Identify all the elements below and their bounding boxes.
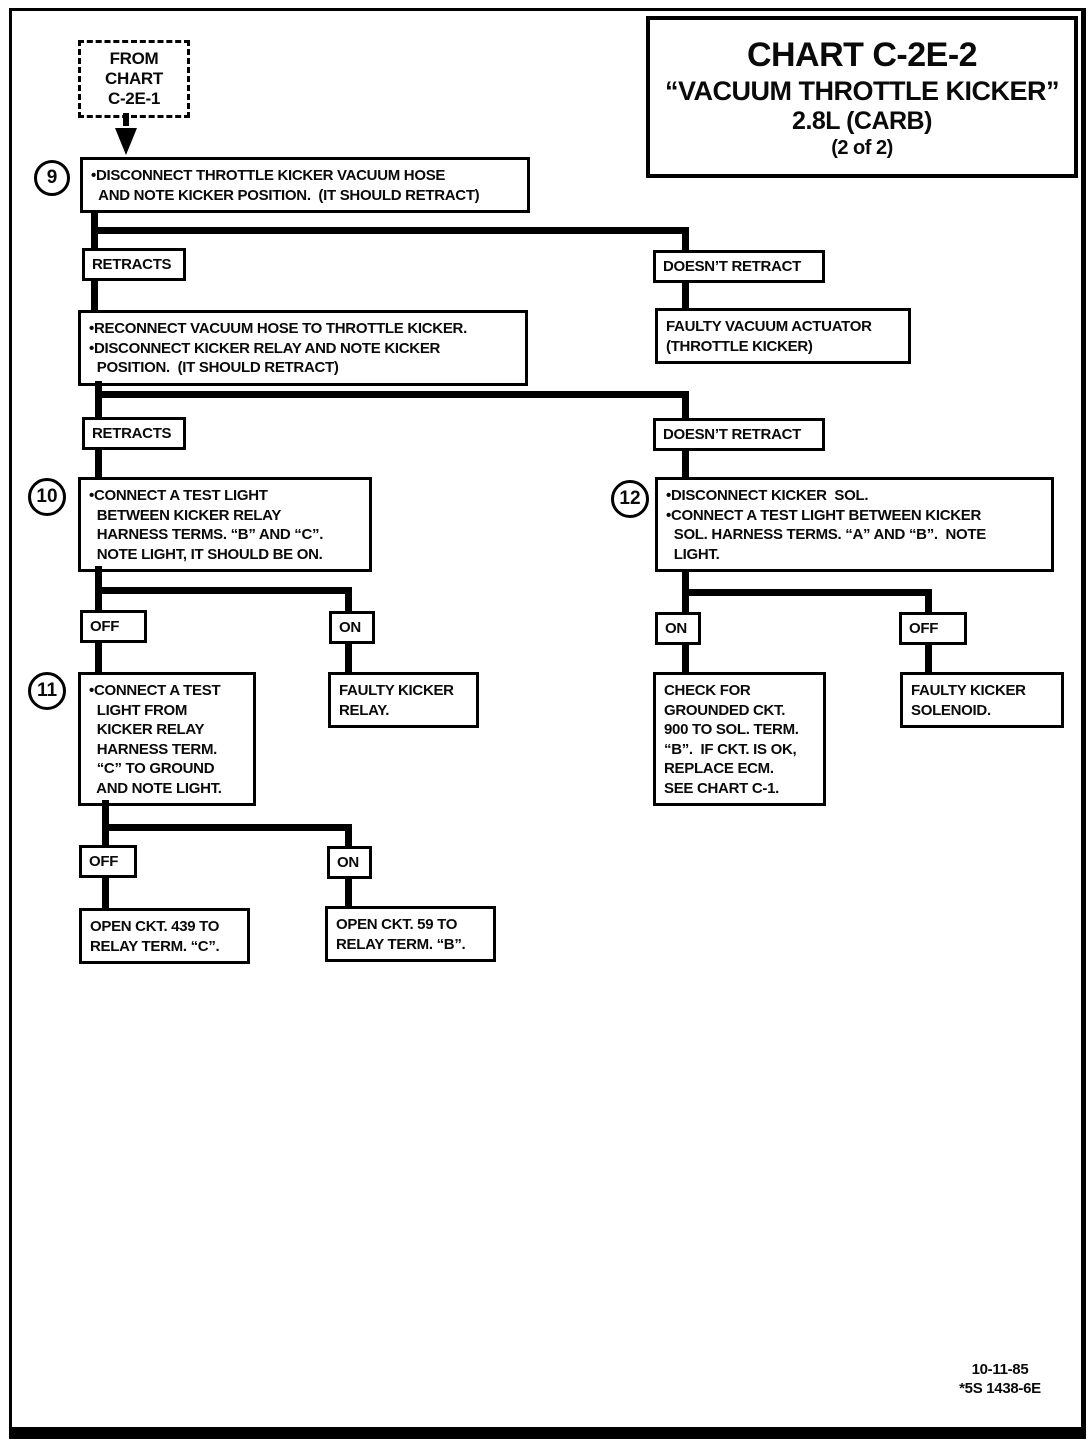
- connector: [95, 381, 102, 417]
- connector: [345, 879, 352, 906]
- node-open-ckt-59: OPEN CKT. 59 TO RELAY TERM. “B”.: [325, 906, 496, 962]
- branch-on-1: ON: [329, 611, 375, 644]
- branch-on-2: ON: [655, 612, 701, 645]
- page-border: [9, 8, 1086, 1439]
- connector: [925, 645, 932, 672]
- node-faulty-kicker-relay: FAULTY KICKER RELAY.: [328, 672, 479, 728]
- node-check-grounded-ckt: CHECK FOR GROUNDED CKT. 900 TO SOL. TERM…: [653, 672, 826, 806]
- connector: [91, 281, 98, 310]
- node-reconnect: •RECONNECT VACUUM HOSE TO THROTTLE KICKE…: [78, 310, 528, 386]
- connector: [102, 800, 109, 845]
- connector: [345, 824, 352, 846]
- connector: [682, 391, 689, 418]
- connector: [95, 587, 352, 594]
- branch-off-1: OFF: [80, 610, 147, 643]
- connector: [102, 824, 352, 831]
- chart-title-box: CHART C-2E-2 “VACUUM THROTTLE KICKER” 2.…: [646, 16, 1078, 178]
- chart-title: CHART C-2E-2: [746, 35, 978, 74]
- connector: [95, 450, 102, 477]
- branch-off-3: OFF: [79, 845, 137, 878]
- step-number-9: 9: [34, 160, 70, 196]
- branch-doesnt-retract-2: DOESN’T RETRACT: [653, 418, 825, 451]
- node-step11: •CONNECT A TEST LIGHT FROM KICKER RELAY …: [78, 672, 256, 806]
- connector: [102, 878, 109, 908]
- connector: [925, 589, 932, 612]
- entry-arrow-shaft: [123, 113, 129, 126]
- entry-arrow-icon: [115, 128, 137, 155]
- node-open-ckt-439: OPEN CKT. 439 TO RELAY TERM. “C”.: [79, 908, 250, 964]
- connector: [345, 644, 352, 672]
- step-number-12: 12: [611, 480, 649, 518]
- chart-subtitle: “VACUUM THROTTLE KICKER”: [665, 75, 1059, 106]
- connector: [682, 282, 689, 308]
- branch-retracts-2: RETRACTS: [82, 417, 186, 450]
- branch-on-3: ON: [327, 846, 372, 879]
- connector: [682, 589, 932, 596]
- step-number-11: 11: [28, 672, 66, 710]
- step-number-10: 10: [28, 478, 66, 516]
- connector: [91, 227, 689, 234]
- chart-engine: 2.8L (CARB): [792, 106, 932, 135]
- chart-page-count: (2 of 2): [831, 136, 893, 159]
- connector: [682, 451, 689, 477]
- branch-off-2: OFF: [899, 612, 967, 645]
- connector: [682, 227, 689, 252]
- branch-doesnt-retract-1: DOESN’T RETRACT: [653, 250, 825, 283]
- connector: [95, 643, 102, 672]
- from-chart-box: FROM CHART C-2E-1: [78, 40, 190, 118]
- node-faulty-vacuum-actuator: FAULTY VACUUM ACTUATOR (THROTTLE KICKER): [655, 308, 911, 364]
- node-step12: •DISCONNECT KICKER SOL. •CONNECT A TEST …: [655, 477, 1054, 572]
- branch-retracts-1: RETRACTS: [82, 248, 186, 281]
- connector: [682, 645, 689, 672]
- revision-stamp: 10-11-85 *5S 1438-6E: [959, 1361, 1041, 1397]
- connector: [345, 587, 352, 611]
- node-step10: •CONNECT A TEST LIGHT BETWEEN KICKER REL…: [78, 477, 372, 572]
- node-faulty-kicker-solenoid: FAULTY KICKER SOLENOID.: [900, 672, 1064, 728]
- node-step9: •DISCONNECT THROTTLE KICKER VACUUM HOSE …: [80, 157, 530, 213]
- connector: [95, 391, 689, 398]
